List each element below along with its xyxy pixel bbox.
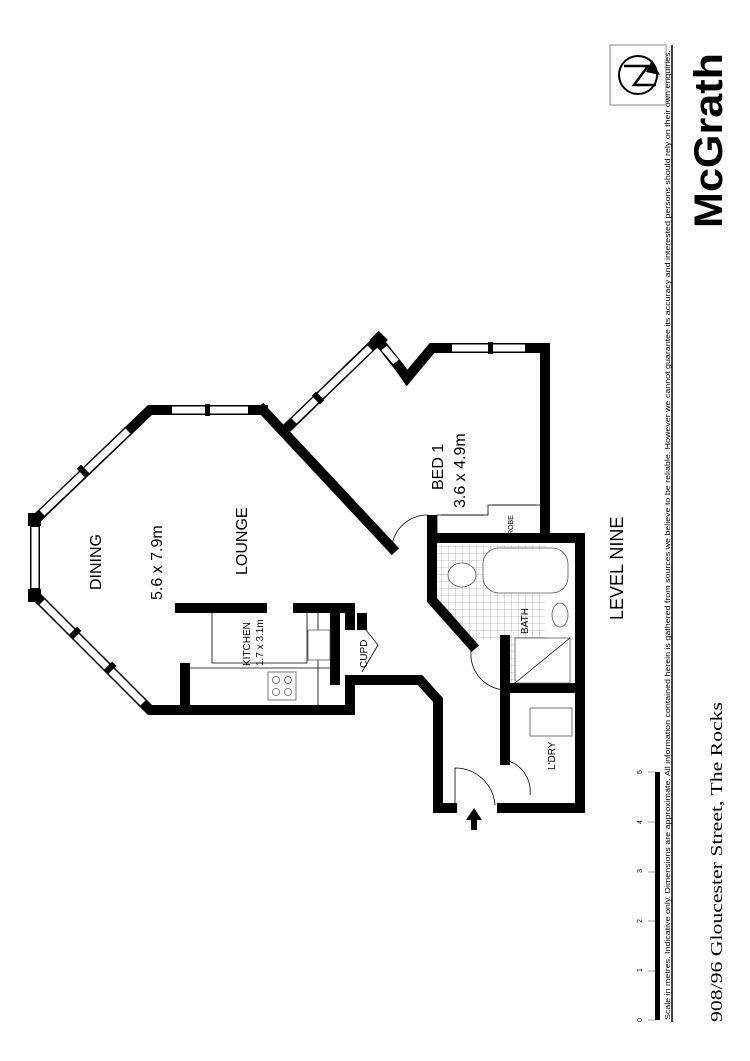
room-label-kitchen: KITCHEN: [242, 622, 253, 666]
doors: [361, 514, 531, 806]
entry-arrow-icon: [466, 808, 482, 830]
scale-tick-1: 1: [637, 968, 644, 972]
kitchen-sink: [307, 629, 331, 661]
scale-tick-2: 2: [637, 919, 644, 923]
windows: [28, 330, 525, 707]
laundry-tub: [529, 707, 573, 737]
scale-tick-4: 4: [637, 820, 644, 824]
toilet: [447, 562, 477, 588]
disclaimer-text: Scale in metres. Indicative only. Dimens…: [663, 50, 672, 1020]
room-dims-bed: 3.6 x 4.9m: [452, 433, 469, 508]
room-label-bed: BED 1: [430, 444, 447, 490]
level-label: LEVEL NINE: [607, 517, 627, 620]
room-dims-living: 5.6 x 7.9m: [149, 525, 166, 600]
room-label-lounge: LOUNGE: [234, 507, 251, 575]
scale-tick-0: 0: [637, 1018, 644, 1022]
room-label-bath: BATH: [520, 608, 531, 634]
property-address: 908/96 Gloucester Street, The Rocks: [707, 702, 726, 1022]
fixtures: [190, 504, 573, 737]
scale-tick-5: 5: [637, 770, 644, 774]
scale-bar: 0 1 2 3 4 5: [637, 770, 660, 1022]
basin: [551, 602, 569, 628]
room-dims-kitchen: 1.7 x 3.1m: [255, 619, 266, 666]
walls: [30, 332, 585, 813]
scale-tick-3: 3: [637, 869, 644, 873]
room-label-dining: DINING: [88, 534, 105, 590]
room-label-cupd: CUPD: [359, 640, 370, 668]
bathtub: [482, 547, 569, 594]
north-compass-icon: [618, 55, 660, 95]
brand-logo: McGrath: [687, 53, 731, 228]
cooktop: [267, 671, 297, 701]
room-label-laundry: L'DRY: [547, 741, 558, 770]
room-label-robe: ROBE: [508, 515, 515, 535]
